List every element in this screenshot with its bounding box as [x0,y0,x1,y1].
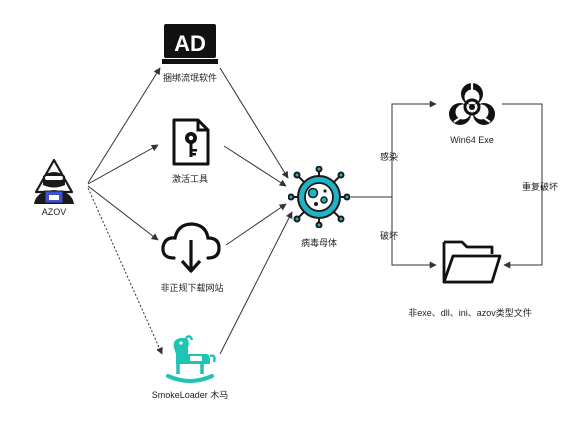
smokeloader-node [162,332,218,389]
download-site-label: 非正规下载网站 [160,283,224,293]
files-node [440,236,502,291]
adware-label: 捆绑流氓软件 [162,73,218,83]
hacker-icon [34,158,74,204]
azov-node [28,158,80,213]
edge-repeat-destroy-label: 重复破坏 [522,182,559,192]
arrow-azov-to-smokeloader [87,187,163,355]
arrow-download-to-virus [225,203,287,246]
arrow-azov-to-adware [87,67,161,184]
arrow-activator-to-virus [223,145,287,187]
activator-label: 激活工具 [171,174,209,184]
azov-label: AZOV [41,207,67,217]
ad-badge-text: AD [174,31,206,56]
arrow-azov-to-download-site [87,185,159,241]
edge-infect-label: 感染 [380,152,399,162]
folder-icon [442,240,502,284]
key-file-icon [172,118,210,166]
arrow-adware-to-virus [219,67,289,179]
arrow-smokeloader-to-virus [219,211,293,355]
ad-icon: AD [162,24,218,64]
download-site-node [160,218,222,281]
win64-label: Win64 Exe [450,135,494,145]
virus-icon [287,165,351,229]
biohazard-icon [449,82,495,125]
cloud-download-icon [161,222,221,273]
virus-node [287,165,351,233]
arrow-azov-to-activator [87,144,159,185]
smokeloader-label: SmokeLoader 木马 [151,390,229,400]
rocking-horse-icon [166,335,216,383]
edge-destroy-label: 破坏 [380,231,399,241]
arrow-virus-to-win64 [350,100,437,198]
arrow-virus-to-files [391,197,437,269]
virus-label: 病毒母体 [300,238,338,248]
activator-node [172,118,210,171]
arrow-win64-to-files [502,103,543,269]
files-label: 非exe、dll、ini、azov类型文件 [408,308,532,318]
win64-node [444,80,500,135]
adware-node: AD [162,22,218,71]
